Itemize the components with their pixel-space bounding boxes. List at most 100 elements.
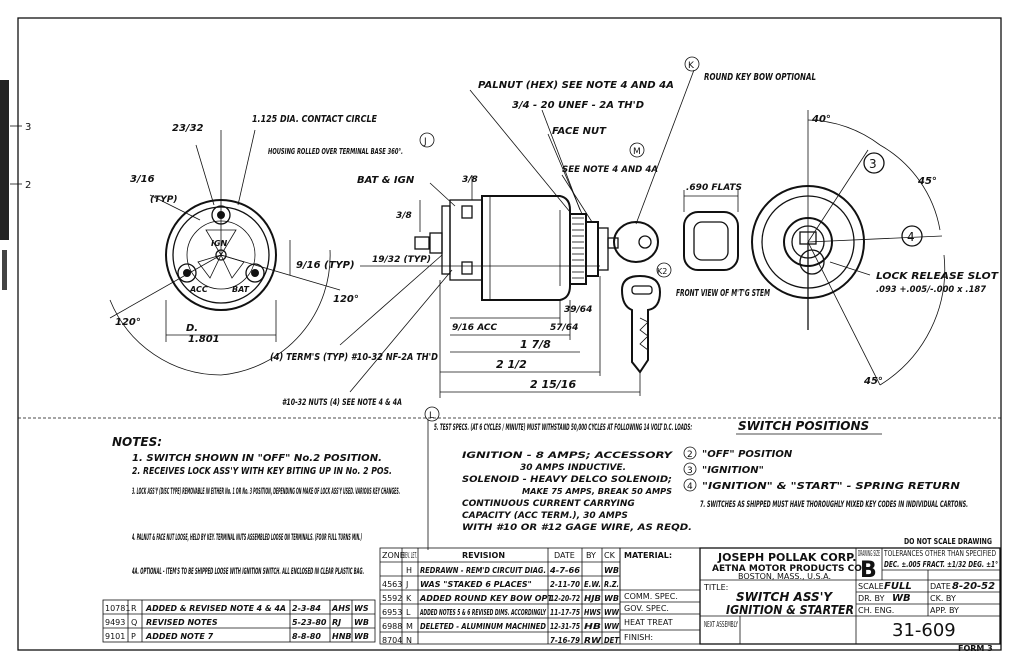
test-spec-line-4: MAKE 75 AMPS, BREAK 50 AMPS	[522, 487, 672, 496]
note-k2-badge: K2	[657, 267, 667, 276]
rev-left-text: ADDED NOTE 7	[145, 632, 214, 641]
position-3-badge: 3	[869, 157, 877, 171]
rev-main-zone: 6988	[382, 622, 402, 631]
note-l-badge: L	[429, 411, 434, 421]
front-view-label: FRONT VIEW OF M'T'G STEM	[676, 288, 770, 299]
ch-eng-label: CH. ENG.	[858, 606, 894, 615]
gov-spec-label: GOV. SPEC.	[624, 604, 669, 613]
left-d9-16: 9/16 (TYP)	[296, 260, 355, 271]
title-block	[699, 547, 1001, 645]
switch-pos-2-text: "OFF" POSITION	[702, 449, 793, 460]
note-4a: 4A. OPTIONAL - ITEM'S TO BE SHIPPED LOOS…	[132, 567, 364, 577]
tolerance-values: DEC. ±.005 FRACT. ±1/32 DEG. ±1°	[884, 560, 998, 569]
rev-main-letter: K	[406, 594, 412, 603]
left-d3-16: 3/16	[130, 174, 155, 185]
rev-main-ck: WB	[604, 594, 619, 603]
rev-main-ck: WW	[604, 622, 620, 631]
rev-main-ck: WB	[604, 566, 619, 575]
rev-main-zone: 6953	[382, 608, 402, 617]
rev-main-letter: M	[406, 622, 413, 631]
rev-left-chk: WS	[354, 604, 369, 613]
d3-8-upper: 3/8	[462, 175, 478, 185]
notes-title: NOTES:	[112, 435, 162, 449]
rev-main-ck: DET	[604, 636, 619, 645]
note-k-badge: K	[688, 61, 695, 71]
d19-32-label: 19/32 (TYP)	[372, 255, 431, 265]
rev-main-zone: 8704	[382, 636, 402, 645]
rev-main-text: WAS "STAKED 6 PLACES"	[420, 580, 532, 589]
d57-64-label: 57/64	[550, 323, 578, 333]
angle-120-left: 120°	[115, 317, 141, 328]
company-location: BOSTON, MASS., U.S.A.	[738, 572, 831, 581]
test-specs-heading: 5. TEST SPECS. (AT 6 CYCLES / MINUTE) MU…	[434, 423, 692, 433]
switch-pos-3-text: "IGNITION"	[702, 465, 764, 476]
rev-main-ck: R.Z.	[604, 580, 619, 589]
dr-by-label: DR. BY	[858, 594, 885, 603]
switch-positions-title: SWITCH POSITIONS	[738, 419, 869, 433]
rev-main-letter: J	[405, 580, 408, 589]
switch-pos-2-num: 2	[687, 450, 693, 460]
rev-header-by: BY	[586, 551, 596, 560]
lock-release-slot-label: LOCK RELEASE SLOT	[876, 271, 999, 282]
angle-45-bottom: 45°	[863, 376, 883, 387]
terminal-end-view	[109, 129, 341, 376]
rev-main-text: ADDED NOTES 5 & 6 REVISED DIMS. ACCORDIN…	[419, 608, 546, 617]
rev-left-by: RJ	[332, 618, 341, 627]
palnut-label: PALNUT (HEX) SEE NOTE 4 AND 4A	[478, 80, 674, 91]
switch-pos-4-num: 4	[687, 482, 693, 492]
rev-main-date: 2-11-70	[550, 580, 580, 589]
housing-note-label: HOUSING ROLLED OVER TERMINAL BASE 360°.	[268, 147, 403, 156]
margin-mark-2: 2	[25, 180, 31, 191]
rev-left-date: 2-3-84	[292, 604, 321, 613]
d3-8-lower: 3/8	[396, 211, 412, 221]
scale-label: SCALE	[858, 582, 884, 591]
terminal-ign: IGN	[211, 239, 228, 248]
ck-by-label: CK. BY	[930, 594, 956, 603]
revision-table-left	[102, 599, 376, 643]
test-spec-line-1: IGNITION - 8 AMPS; ACCESSORY	[462, 451, 674, 461]
face-nut-label: FACE NUT	[552, 126, 607, 137]
position-4-badge: 4	[907, 230, 915, 244]
do-not-scale-label: DO NOT SCALE DRAWING	[904, 537, 992, 546]
rev-main-letter: N	[406, 636, 412, 645]
test-spec-line-3: SOLENOID - HEAVY DELCO SOLENOID;	[462, 475, 672, 485]
rev-main-text: REDRAWN - REM'D CIRCUIT DIAG.	[420, 566, 546, 575]
d1-7-8-label: 1 7/8	[520, 338, 551, 351]
form-label: FORM 3	[958, 644, 993, 653]
switch-pos-4-text: "IGNITION" & "START" - SPRING RETURN	[702, 481, 961, 492]
note-4: 4. PALNUT & FACE NUT LOOSE, HELD BY KEY.…	[132, 533, 362, 543]
rev-header-revision: REVISION	[462, 551, 505, 560]
next-assembly-label: NEXT ASSEMBLY	[704, 620, 738, 629]
terms-label: (4) TERM'S (TYP) #10-32 NF-2A TH'D	[270, 352, 438, 363]
rev-header-ck: CK	[604, 551, 616, 560]
test-spec-line-5: CONTINUOUS CURRENT CARRYING	[462, 499, 635, 509]
angle-120-right: 120°	[333, 294, 359, 305]
d1801-label: 1.801	[188, 334, 220, 345]
date-value: 8-20-52	[952, 581, 995, 592]
rev-header-date: DATE	[554, 551, 575, 560]
heat-treat-label: HEAT TREAT	[624, 618, 673, 627]
rev-left-date: 5-23-80	[292, 618, 327, 627]
material-label: MATERIAL:	[624, 551, 672, 560]
rev-main-by: HB	[584, 622, 601, 631]
d39-64-label: 39/64	[564, 305, 592, 315]
angle-40: 40°	[811, 114, 831, 125]
rev-left-num: 9493	[105, 618, 125, 627]
rev-left-chk: WB	[354, 618, 369, 627]
flats-label: .690 FLATS	[686, 183, 742, 193]
title-label: TITLE:	[703, 583, 728, 592]
drawing-title-2: IGNITION & STARTER	[726, 603, 854, 617]
rev-main-text: DELETED - ALUMINUM MACHINED	[420, 622, 546, 631]
note-7: 7. SWITCHES AS SHIPPED MUST HAVE THOROUG…	[700, 500, 968, 510]
switch-pos-3-num: 3	[687, 466, 693, 476]
switch-side-view	[339, 69, 695, 398]
rev-main-zone: 4563	[382, 580, 402, 589]
margin-mark-3: 3	[25, 122, 31, 133]
company-division: AETNA MOTOR PRODUCTS CO.	[712, 564, 865, 574]
left-d23-32: 23/32	[172, 123, 204, 134]
note-m-badge: M	[633, 147, 641, 157]
rev-main-by: HJB	[584, 594, 601, 603]
note-3: 3. LOCK ASS'Y (DISC TYPE) REMOVABLE IN E…	[132, 487, 400, 497]
drawing-size-letter: B	[860, 558, 877, 583]
